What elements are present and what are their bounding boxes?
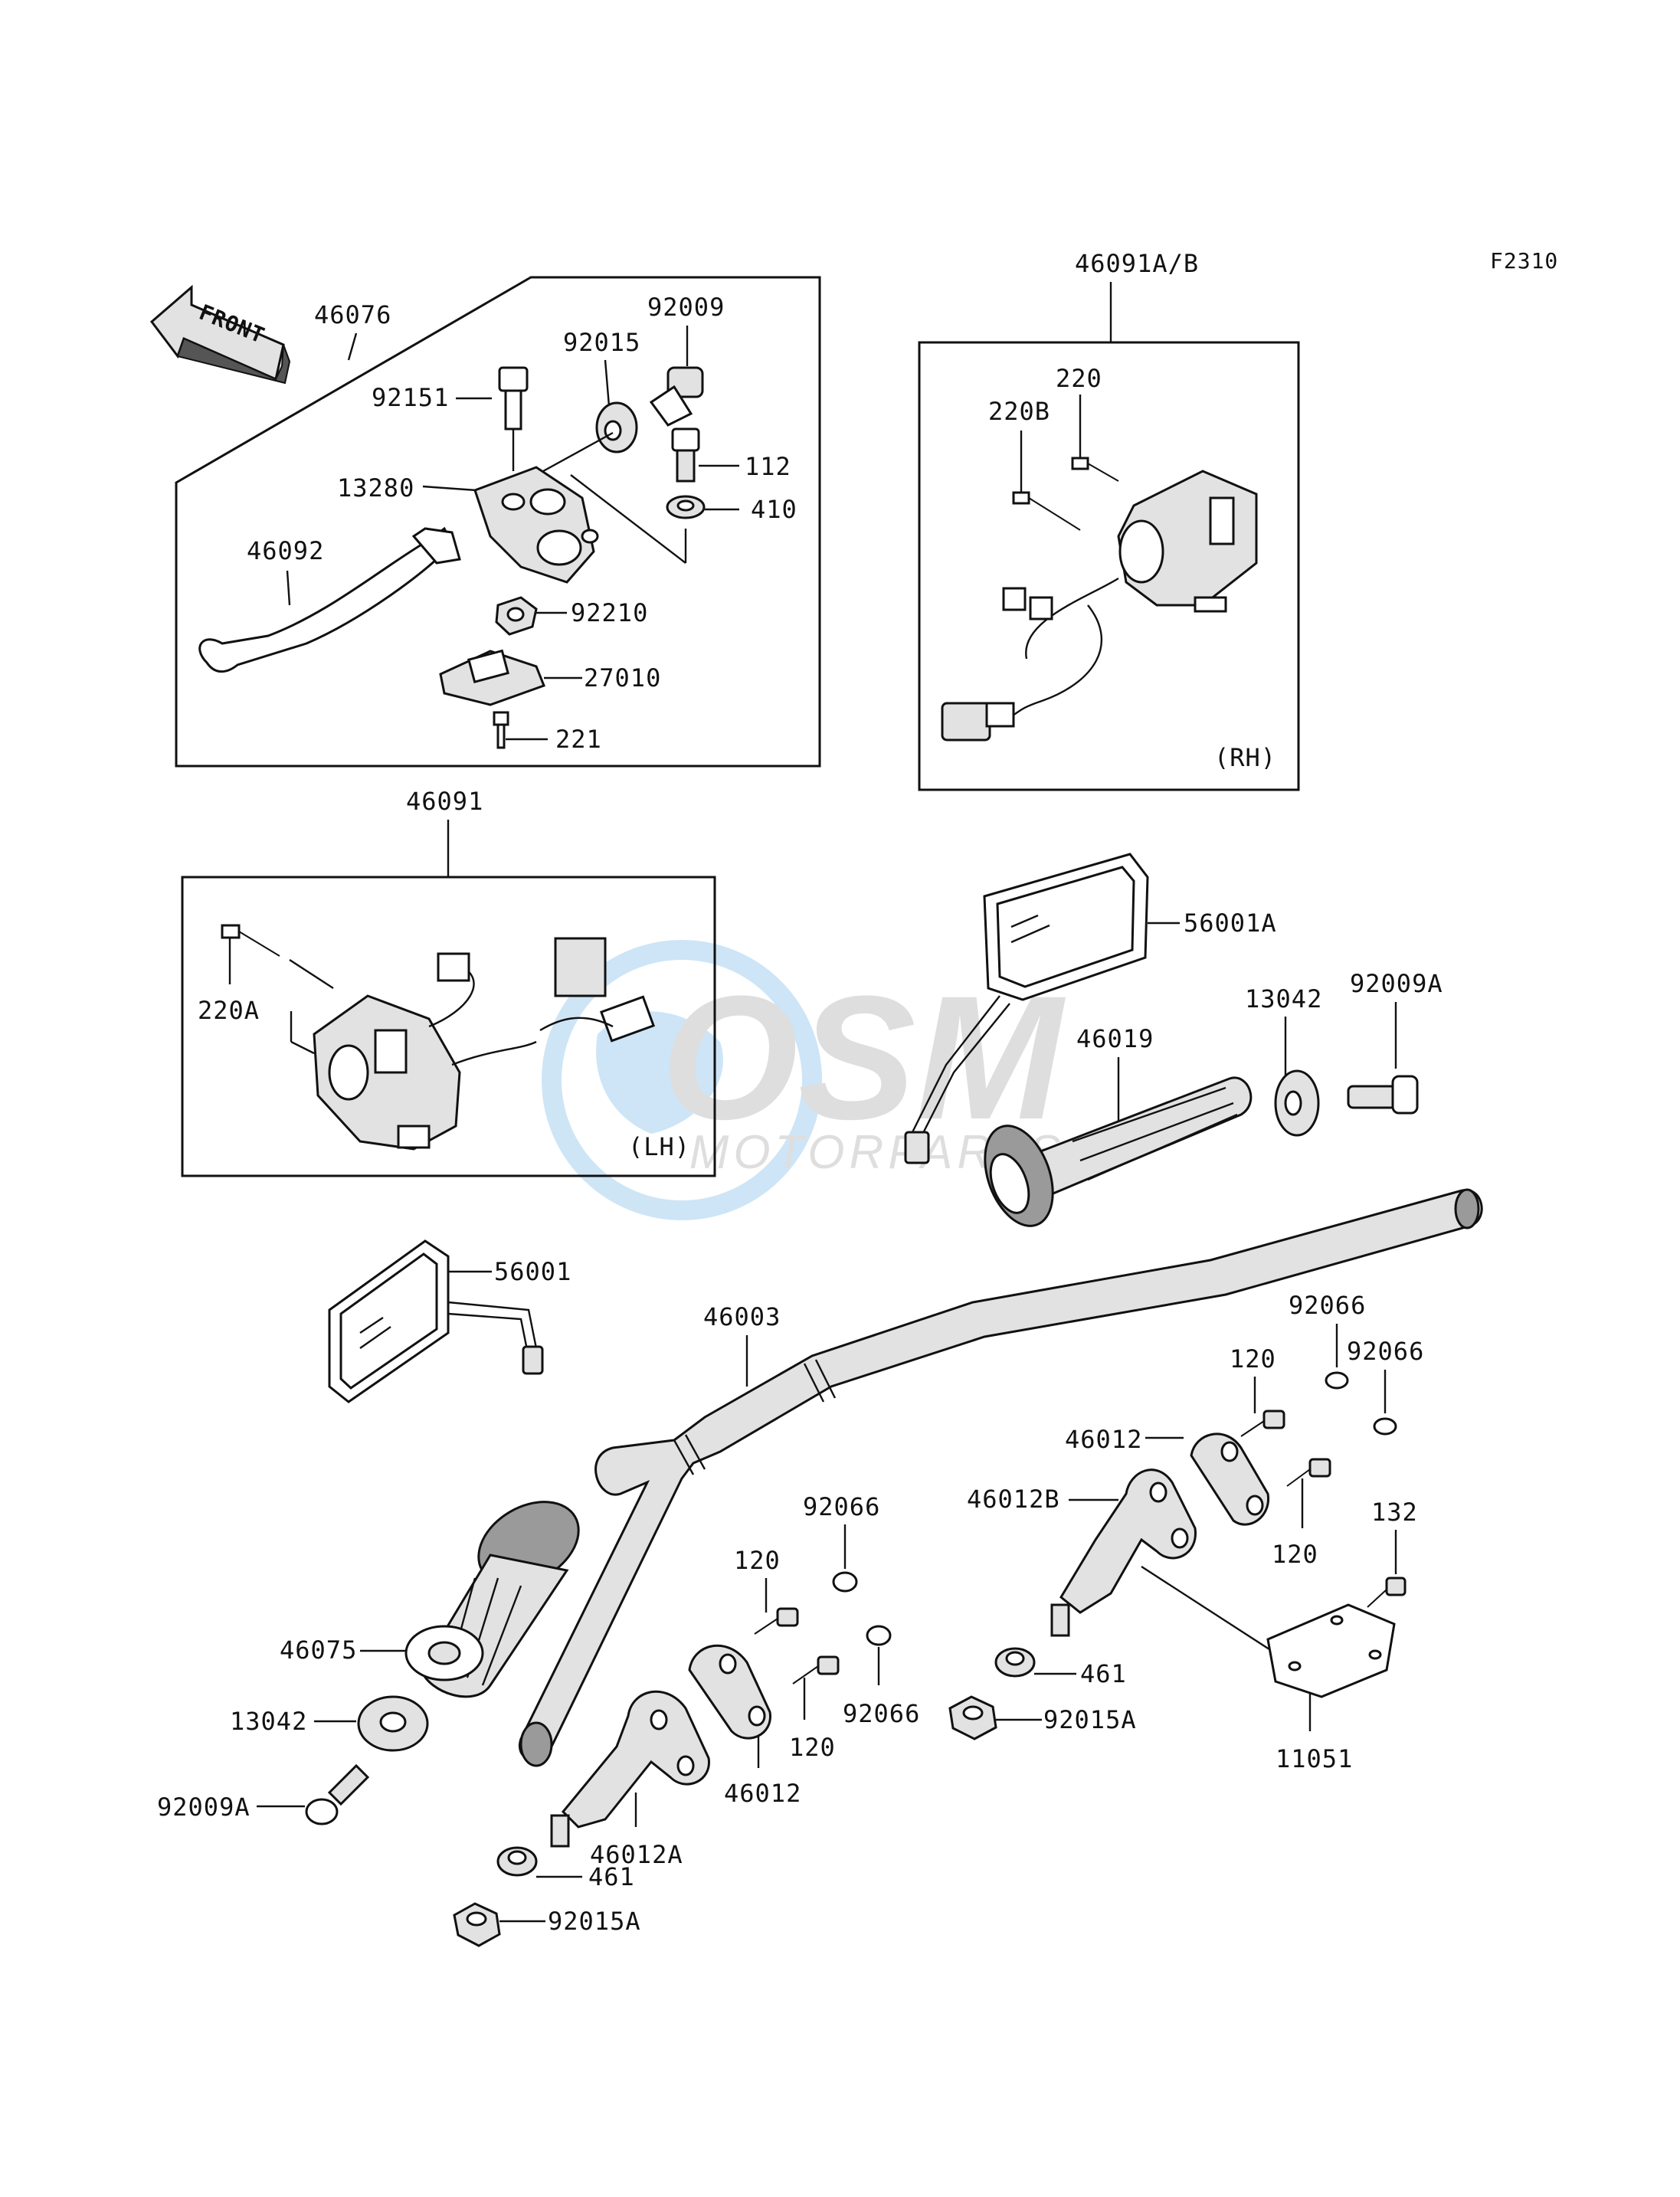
label-92066-c: 92066 bbox=[803, 1492, 880, 1521]
label-46075: 46075 bbox=[280, 1635, 357, 1665]
clamp-46012-right bbox=[1190, 1432, 1269, 1526]
washer-461-left bbox=[496, 1846, 538, 1877]
label-120-b: 120 bbox=[1272, 1540, 1318, 1569]
washer-461-right bbox=[994, 1647, 1036, 1678]
screw-220 bbox=[1071, 457, 1119, 482]
bolt-120-b bbox=[1286, 1458, 1331, 1487]
label-92151: 92151 bbox=[372, 383, 449, 412]
label-46019: 46019 bbox=[1076, 1024, 1154, 1053]
label-461-left: 461 bbox=[588, 1862, 635, 1891]
rh-note: (RH) bbox=[1214, 743, 1276, 772]
label-11051: 11051 bbox=[1276, 1744, 1353, 1773]
label-92009: 92009 bbox=[647, 293, 725, 322]
label-27010: 27010 bbox=[584, 663, 661, 692]
label-220a: 220A bbox=[198, 996, 260, 1025]
label-46003: 46003 bbox=[703, 1302, 781, 1331]
rh-connector-small bbox=[1002, 587, 1053, 620]
label-92015a-right: 92015A bbox=[1043, 1705, 1137, 1734]
box-rh-switch bbox=[918, 341, 1300, 791]
label-112: 112 bbox=[745, 452, 791, 481]
label-46091: 46091 bbox=[406, 787, 483, 816]
label-132: 132 bbox=[1371, 1498, 1418, 1527]
mirror-56001a bbox=[904, 853, 1149, 1164]
label-46012a: 46012A bbox=[590, 1840, 683, 1869]
lh-switch-housing bbox=[313, 994, 461, 1151]
bolt-92009a-left bbox=[305, 1763, 370, 1825]
label-46092: 46092 bbox=[247, 536, 324, 565]
label-56001a: 56001A bbox=[1184, 909, 1277, 938]
label-46091ab: 46091A/B bbox=[1075, 249, 1199, 278]
washer-92066-d bbox=[866, 1625, 892, 1646]
washer-410 bbox=[666, 495, 706, 519]
clamp-46012b bbox=[1050, 1468, 1197, 1637]
label-120-d: 120 bbox=[789, 1733, 836, 1762]
washer-92066-b bbox=[1373, 1417, 1397, 1436]
watermark-globe-icon bbox=[542, 940, 822, 1220]
label-46012-right: 46012 bbox=[1065, 1425, 1142, 1454]
clamp-46012-left bbox=[688, 1644, 771, 1740]
adjuster-92009 bbox=[649, 366, 704, 427]
mirror-56001 bbox=[328, 1239, 544, 1403]
label-92009a-right: 92009A bbox=[1350, 969, 1443, 998]
label-92066-b: 92066 bbox=[1347, 1337, 1424, 1366]
label-92210: 92210 bbox=[571, 598, 648, 627]
label-120-a: 120 bbox=[1230, 1344, 1276, 1374]
bolt-112 bbox=[671, 427, 700, 483]
label-92015: 92015 bbox=[563, 328, 640, 357]
lh-connector-large bbox=[554, 937, 656, 1043]
label-13280: 13280 bbox=[337, 473, 414, 503]
label-92066-d: 92066 bbox=[843, 1699, 920, 1728]
lh-connector-small bbox=[437, 952, 470, 982]
washer-92066-a bbox=[1325, 1371, 1349, 1390]
label-220: 220 bbox=[1056, 364, 1102, 393]
clutch-lever-46092 bbox=[198, 526, 461, 673]
lh-note: (LH) bbox=[628, 1132, 690, 1161]
weight-13042-left bbox=[357, 1695, 429, 1752]
label-46012b: 46012B bbox=[967, 1485, 1060, 1514]
bolt-92151 bbox=[498, 366, 529, 431]
nut-92015a-right bbox=[948, 1695, 997, 1740]
grip-46019 bbox=[984, 1076, 1253, 1227]
lever-bracket-13280 bbox=[473, 466, 599, 584]
washer-92066-c bbox=[832, 1571, 858, 1593]
bolt-120-c bbox=[754, 1607, 799, 1635]
locknut-92015 bbox=[595, 401, 638, 453]
rh-connector-large bbox=[941, 702, 1015, 742]
label-410: 410 bbox=[751, 495, 797, 524]
box-lh-switch bbox=[181, 876, 716, 1177]
screw-220a bbox=[221, 924, 280, 957]
bolt-132 bbox=[1367, 1577, 1407, 1608]
label-92066-a: 92066 bbox=[1289, 1291, 1366, 1320]
box-clutch-lever bbox=[175, 276, 821, 768]
weight-13042-right bbox=[1274, 1069, 1320, 1137]
label-92015a-left: 92015A bbox=[548, 1907, 641, 1936]
label-120-c: 120 bbox=[734, 1546, 781, 1575]
label-13042-right: 13042 bbox=[1245, 984, 1322, 1013]
grip-46075 bbox=[404, 1501, 580, 1698]
label-13042-left: 13042 bbox=[230, 1707, 307, 1736]
nut-92015a-left bbox=[453, 1902, 501, 1947]
bolt-120-d bbox=[792, 1655, 840, 1685]
screw-220b bbox=[1012, 491, 1081, 531]
clamp-46012a bbox=[550, 1690, 710, 1848]
handlebar-46003 bbox=[518, 1188, 1483, 1767]
figure-code: F2310 bbox=[1490, 248, 1558, 273]
screw-221 bbox=[493, 711, 509, 749]
label-221: 221 bbox=[555, 725, 602, 754]
bolt-120-a bbox=[1240, 1410, 1285, 1437]
label-56001: 56001 bbox=[494, 1257, 571, 1286]
bracket-11051 bbox=[1266, 1603, 1396, 1698]
label-46076: 46076 bbox=[314, 300, 391, 329]
clutch-switch-27010 bbox=[439, 649, 545, 706]
nut-92210 bbox=[495, 596, 538, 636]
label-461-right: 461 bbox=[1080, 1659, 1127, 1688]
front-arrow-icon: FRONT bbox=[149, 284, 291, 385]
label-46012-left: 46012 bbox=[724, 1779, 801, 1808]
bolt-92009a-right bbox=[1347, 1075, 1419, 1115]
label-220b: 220B bbox=[988, 397, 1050, 426]
label-92009a-left: 92009A bbox=[157, 1793, 251, 1822]
rh-switch-housing bbox=[1117, 470, 1258, 613]
